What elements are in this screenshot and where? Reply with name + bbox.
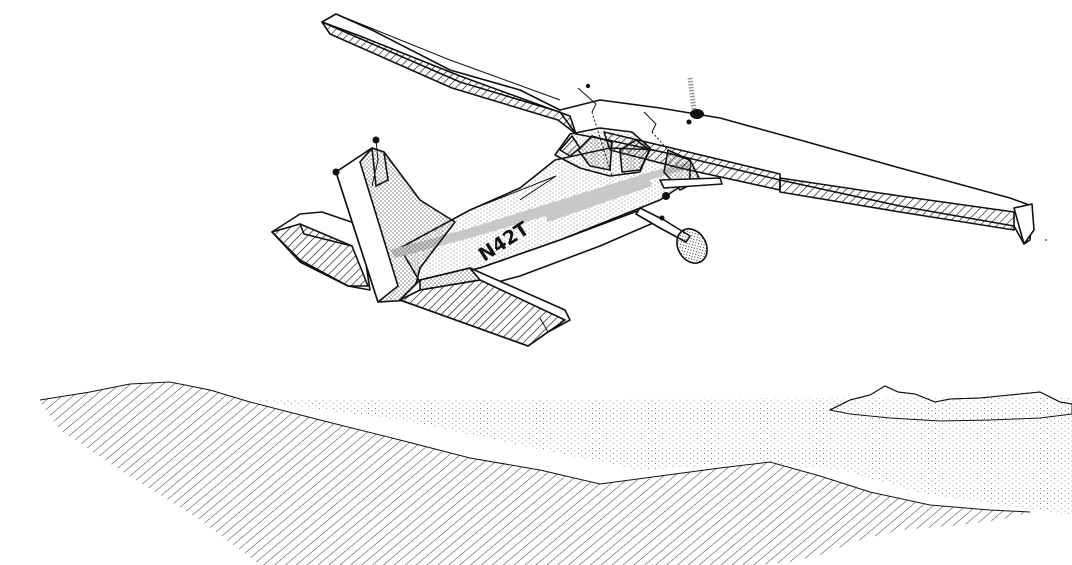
main-wheel [676,228,708,264]
cabin [554,127,651,177]
windshield [577,135,613,171]
fuselage [390,147,691,293]
lake-surface [30,398,1072,515]
vertical-stabilizer [332,136,456,303]
airplane: N42T [271,13,1047,347]
right-aileron [779,177,1015,231]
landscape [0,381,1072,565]
left-aileron [321,21,577,135]
foreground-ridge [40,382,1030,565]
landing-gear [635,177,723,264]
ridge-outline [39,381,1031,513]
right-horizontal-stabilizer [399,267,571,347]
side-window [619,139,651,173]
antennas [577,83,669,177]
fuselage-stripe [390,162,690,258]
